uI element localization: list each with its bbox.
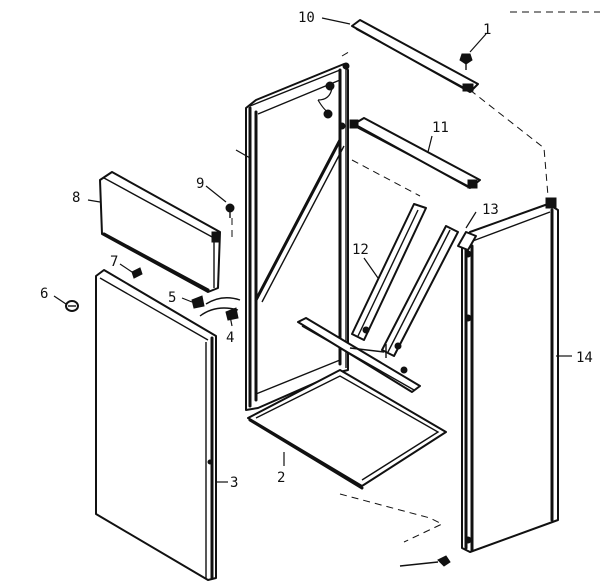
callout-4: 4	[226, 330, 234, 346]
callout-3: 3	[230, 475, 238, 491]
callout-12: 12	[352, 242, 369, 258]
callout-13: 13	[482, 202, 499, 218]
callout-10: 10	[298, 10, 315, 26]
callout-8: 8	[72, 190, 80, 206]
center-frame	[245, 62, 350, 411]
part-9-screw	[225, 203, 235, 218]
part-6-knob	[65, 300, 79, 312]
callout-11: 11	[432, 120, 449, 136]
callout-labels: 10 1 11 12 13 14 9 8 7 6 5 4 3 2	[40, 10, 593, 491]
part-4-latch	[225, 307, 239, 321]
part-14-side-panel	[457, 197, 559, 553]
part-1-screw	[459, 53, 473, 70]
part-3-front-panel	[95, 269, 217, 581]
assembly-lines	[231, 11, 600, 543]
callout-6: 6	[40, 286, 48, 302]
part-10-top-rail	[351, 19, 479, 93]
callout-9: 9	[196, 176, 204, 192]
part-12-brackets	[297, 203, 459, 393]
callout-5: 5	[168, 290, 176, 306]
callout-2: 2	[277, 470, 285, 486]
part-7-clip	[131, 267, 143, 279]
callout-1: 1	[483, 22, 491, 38]
callout-14: 14	[576, 350, 593, 366]
part-11-inner-rail	[349, 117, 481, 189]
part-2-bottom-pan	[247, 369, 447, 490]
screw-bottom	[399, 555, 451, 567]
callout-7: 7	[110, 254, 118, 270]
part-8-top-panel	[99, 171, 221, 293]
leader-lines	[53, 17, 572, 483]
